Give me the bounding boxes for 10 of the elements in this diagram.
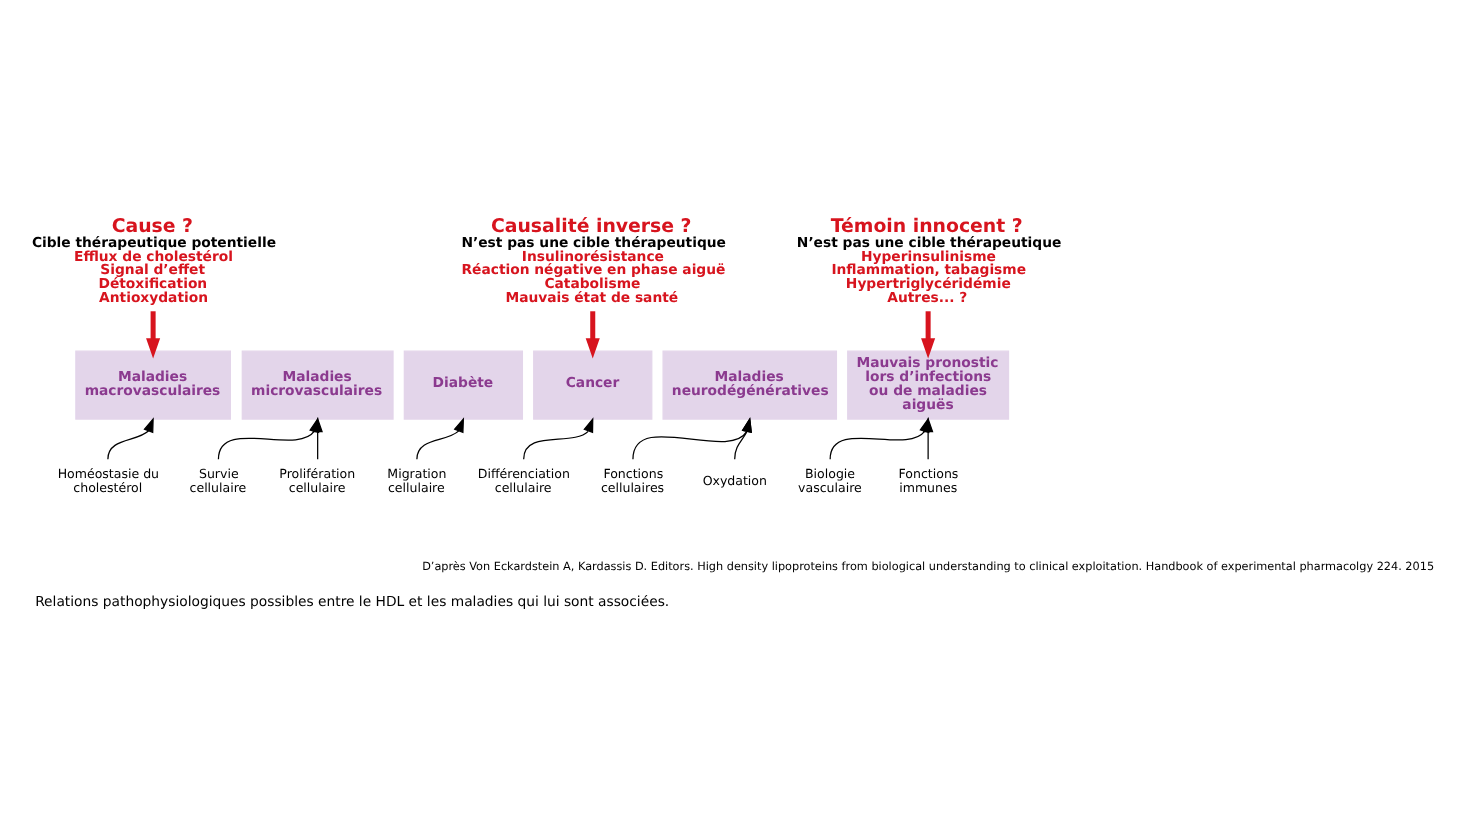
arrow [585,310,600,358]
arrow [146,310,161,358]
arrow [734,416,752,459]
arrow [107,416,154,459]
arrow [632,416,752,459]
arrow [416,416,465,459]
arrow [922,416,934,459]
arrow [523,416,594,459]
arrow [312,416,323,459]
arrow [921,310,936,358]
